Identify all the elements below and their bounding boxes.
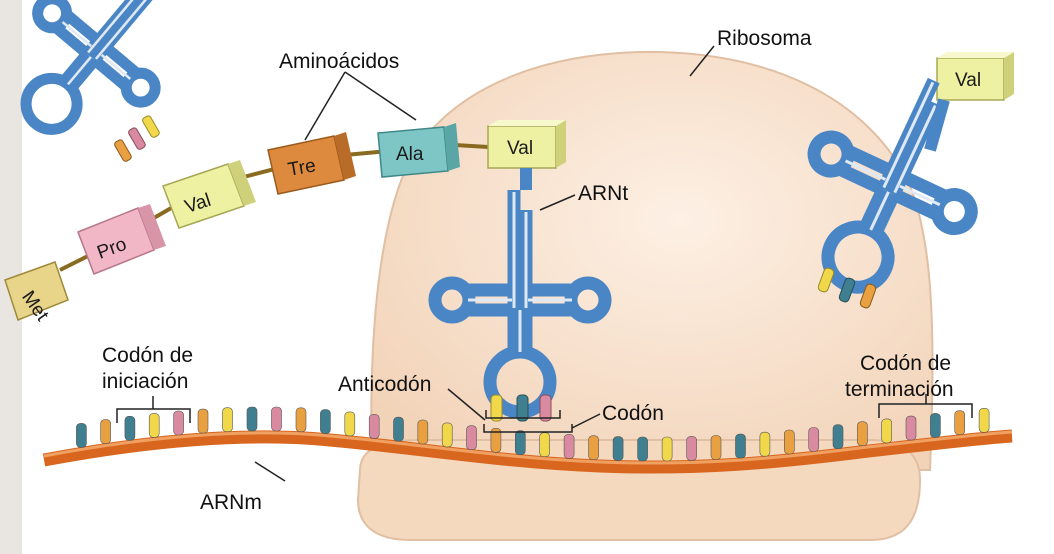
mrna-base <box>808 427 820 452</box>
anticodon-bracket <box>485 410 561 419</box>
trna-topleft <box>0 0 212 170</box>
amino-acid-val-free-label: Val <box>955 70 981 91</box>
mrna-base <box>710 435 722 460</box>
label-aminoacidos: Aminoácidos <box>279 50 399 73</box>
mrna-base <box>100 419 111 444</box>
mrna-base <box>490 427 502 453</box>
mrna-base <box>612 436 624 461</box>
amino-acid-val-2: Val <box>487 120 566 169</box>
label-codon-terminacion-line1: Codón de <box>860 352 951 375</box>
mrna-base <box>539 432 551 458</box>
mrna-strand <box>42 429 1013 474</box>
mrna-base <box>637 436 648 462</box>
mrna-base <box>832 424 844 450</box>
mrna-base <box>441 422 453 448</box>
leader-lines <box>254 45 715 482</box>
mrna-base <box>881 418 893 444</box>
trna-right-anticodon <box>817 267 877 309</box>
amino-acid-ala: Ala <box>377 123 460 178</box>
amino-acid-pro: Pro <box>77 204 166 275</box>
mrna-base <box>295 407 307 433</box>
label-codon: Codón <box>602 402 664 425</box>
mrna-base <box>759 431 771 457</box>
mrna-base <box>320 409 331 434</box>
mrna-base <box>344 411 356 437</box>
label-codon-iniciacion-line2: iniciación <box>102 370 188 393</box>
label-ribosoma: Ribosoma <box>717 27 812 50</box>
mrna-base <box>783 429 795 455</box>
amino-acid-val-free: Val <box>936 52 1014 101</box>
mrna-base <box>978 407 990 433</box>
mrna-base <box>905 415 917 441</box>
label-arnm: ARNm <box>200 491 262 514</box>
mrna-base <box>222 407 233 433</box>
mrna-base <box>930 413 941 438</box>
codon-iniciacion-bracket <box>116 396 191 423</box>
mrna-base <box>514 430 526 456</box>
mrna-base <box>588 435 599 461</box>
mrna-base <box>124 415 136 441</box>
anticodon-bases <box>490 394 552 422</box>
trna-right-acceptor <box>924 98 950 152</box>
mrna-base <box>563 434 575 459</box>
mrna-base <box>271 406 282 432</box>
mrna-base <box>246 406 258 432</box>
mrna-bases <box>76 406 990 462</box>
page-edge-shadow <box>0 0 22 554</box>
label-codon-terminacion-line2: terminación <box>845 378 954 401</box>
mrna-base <box>76 423 87 448</box>
mrna-base <box>368 414 380 439</box>
amino-acid-ala-label: Ala <box>396 144 424 165</box>
label-anticodon: Anticodón <box>338 373 431 396</box>
mrna-base <box>393 416 404 442</box>
mrna-base <box>148 413 160 438</box>
label-codon-iniciacion-line1: Codón de <box>102 344 193 367</box>
amino-acid-tre-label: Tre <box>286 155 317 181</box>
amino-acid-tre: Tre <box>267 132 356 195</box>
label-arnt: ARNt <box>578 182 628 205</box>
mrna-base <box>173 410 184 436</box>
mrna-base <box>661 436 673 462</box>
mrna-base <box>857 421 868 447</box>
trna-topleft-anticodon <box>114 115 160 162</box>
mrna-base <box>466 425 477 451</box>
mrna-base <box>417 419 429 445</box>
amino-acid-val-2-label: Val <box>507 138 533 159</box>
mrna-base <box>197 408 209 434</box>
amino-acid-val-1: Val <box>162 160 256 229</box>
codon-terminacion-bracket <box>878 394 973 418</box>
mrna-base <box>735 433 746 459</box>
mrna-base <box>954 410 966 436</box>
mrna-base <box>686 436 697 461</box>
